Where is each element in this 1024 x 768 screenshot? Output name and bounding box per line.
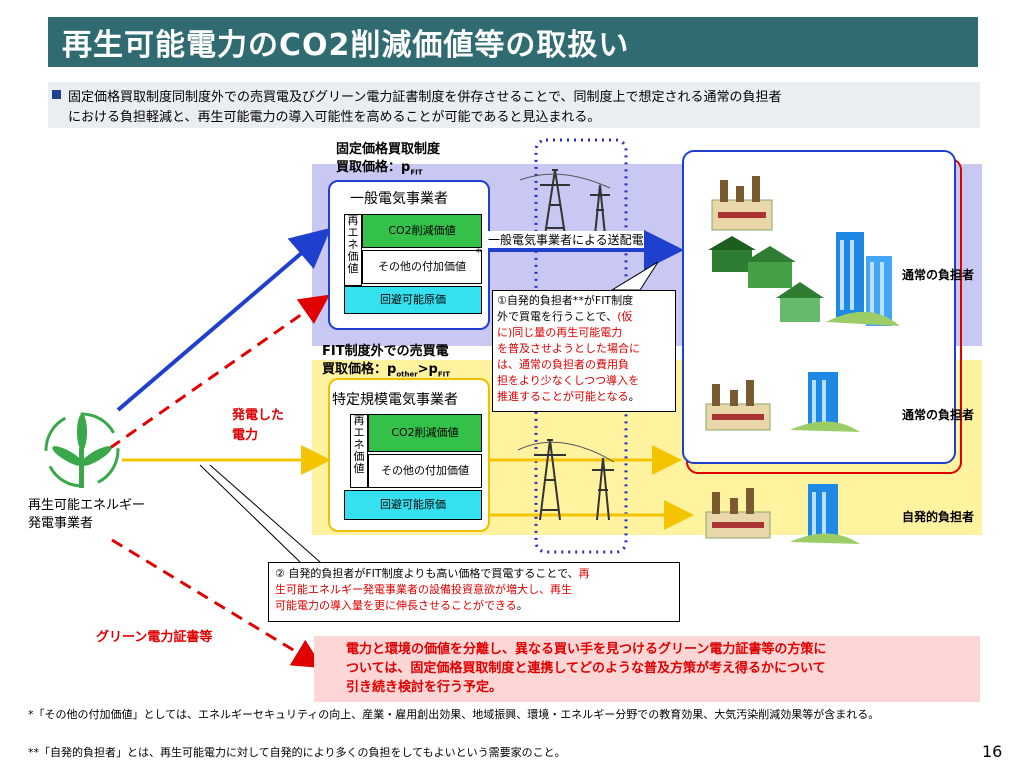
bullet-square-icon <box>52 90 61 99</box>
bottom-note-line-1: 電力と環境の価値を分離し、異なる買い手を見つけるグリーン電力証書等の方策に <box>346 642 827 657</box>
transmission-label: 一般電気事業者による送配電 <box>488 231 644 248</box>
bottom-note-box <box>314 636 980 702</box>
nonfit-price-sub2: FIT <box>437 370 451 379</box>
specified-co2-value: CO2削減価値 <box>368 414 482 452</box>
nonfit-price-mid: >p <box>417 362 438 377</box>
tower-icon-top <box>519 169 611 236</box>
callout1-line-2: 外で買電を行うことで、(仮 <box>497 309 671 325</box>
general-co2-value: CO2削減価値 <box>362 214 482 248</box>
nonfit-header: FIT制度外での売買電 <box>322 344 449 359</box>
arrow-red-upper <box>109 294 330 450</box>
windmill-icon <box>44 412 120 488</box>
page-title: 再生可能電力のCO2削減価値等の取扱い <box>62 28 630 63</box>
green-certificate-label: グリーン電力証書等 <box>96 630 213 645</box>
office-building-icon-bottom <box>790 484 860 544</box>
callout2-pointer-b <box>209 464 321 563</box>
general-other-value: その他の付加価値 <box>362 250 482 284</box>
factory-icon-bottom <box>705 488 771 539</box>
callout1-line-6: 担をより少なくしつつ導入を <box>497 374 640 387</box>
generator-label-2: 発電事業者 <box>28 516 94 531</box>
callout1-line-7-end: 。 <box>628 390 640 403</box>
callout2-line-1-text: ② 自発的負担者がFIT制度よりも高い価格で買電することで、 <box>275 567 579 580</box>
callout1-line-3: に)同じ量の再生可能電力 <box>497 326 623 339</box>
intro-box <box>48 82 980 128</box>
callout1-pointer <box>610 261 659 291</box>
callout2-line-3-end: 。 <box>516 599 528 612</box>
consumer-voluntary: 自発的負担者 <box>902 510 975 524</box>
office-building-icon-top <box>826 232 900 326</box>
footnote-other-value: *「その他の付加価値」としては、エネルギーセキュリティの向上、産業・雇用創出効果… <box>28 708 880 721</box>
callout1-line-4: を普及させようとした場合に <box>497 342 640 355</box>
callout2-line-1: ② 自発的負担者がFIT制度よりも高い価格で買電することで、再 <box>275 566 673 582</box>
houses-icon <box>708 236 824 322</box>
tower-icon-bottom <box>517 439 615 521</box>
callout2-line-3: 可能電力の導入量を更に伸長させることができる。 <box>275 598 673 614</box>
callout1-line-1: ①自発的負担者**がFIT制度 <box>497 294 634 307</box>
callout1-line-2-text: 外で買電を行うことで、 <box>497 310 618 323</box>
callout1-line-7: 推進することが可能となる。 <box>497 389 671 405</box>
callout1-line-5: は、通常の負担者の費用負 <box>497 358 629 371</box>
bottom-note-line-2: ついては、固定価格買取制度と連携してどのような普及方策が考え得るかについて <box>346 661 826 676</box>
intro-line-2: における負担軽減と、再生可能電力の導入可能性を高めることが可能であると見込まれる… <box>68 110 601 125</box>
callout2-pointer-a <box>199 464 301 563</box>
nonfit-price: 買取価格：pother>pFIT <box>322 358 450 379</box>
callout2-line-1-red: 再 <box>578 567 590 580</box>
callout2-line-2: 生可能エネルギー発電事業者の設備投資意欲が増大し、再生 <box>275 583 572 596</box>
callout1-line-7-red: 推進することが可能となる <box>497 390 629 403</box>
title-bar <box>48 17 978 67</box>
generator-label-1: 再生可能エネルギー <box>28 498 146 513</box>
callout2-line-3-red: 可能電力の導入量を更に伸長させることができる <box>275 599 517 612</box>
footnote-voluntary-buyer: **「自発的負担者」とは、再生可能電力に対して自発的により多くの負担をしてもよい… <box>28 746 566 759</box>
general-utility-title: 一般電気事業者 <box>350 191 448 207</box>
nonfit-price-text: 買取価格：p <box>322 362 397 377</box>
callout-voluntary-buyer: ①自発的負担者**がFIT制度 外で買電を行うことで、(仮 に)同じ量の再生可能… <box>492 290 676 412</box>
general-asterisk: * <box>476 246 482 259</box>
consumer-normal-2: 通常の負担者 <box>902 408 975 422</box>
bottom-note-line-3: 引き続き検討を行う予定。 <box>346 680 503 695</box>
specified-renewable-value-label: 再エネ価値 <box>350 414 368 488</box>
generated-power-label-2: 電力 <box>232 428 259 443</box>
factory-icon-middle <box>705 380 771 431</box>
general-renewable-value-label: 再エネ価値 <box>344 214 362 286</box>
arrow-to-fit <box>116 227 332 412</box>
fit-price-text: 買取価格：p <box>336 160 411 175</box>
specified-other-value: その他の付加価値 <box>368 454 482 488</box>
consumer-normal-1: 通常の負担者 <box>902 268 975 282</box>
fit-price: 買取価格：pFIT <box>336 156 422 177</box>
fit-price-sub: FIT <box>410 168 423 177</box>
specified-avoidable-cost: 回避可能原価 <box>344 490 482 520</box>
intro-line-1: 固定価格買取制度同制度外での売買電及びグリーン電力証書制度を併存させることで、同… <box>68 90 782 105</box>
factory-icon-top <box>711 176 773 231</box>
general-avoidable-cost: 回避可能原価 <box>344 286 482 314</box>
generated-power-label-1: 発電した <box>232 408 285 423</box>
arrow-red-lower <box>111 538 324 669</box>
nonfit-price-sub1: other <box>396 370 418 379</box>
bottom-note: 電力と環境の価値を分離し、異なる買い手を見つけるグリーン電力証書等の方策に つい… <box>346 640 826 697</box>
office-building-icon-middle <box>790 372 860 432</box>
callout1-line-2-red: (仮 <box>617 310 633 323</box>
callout-higher-price: ② 自発的負担者がFIT制度よりも高い価格で買電することで、再 生可能エネルギー… <box>268 562 680 622</box>
fit-header: 固定価格買取制度 <box>336 142 441 157</box>
specified-utility-title: 特定規模電気事業者 <box>332 392 458 408</box>
page-number: 16 <box>982 742 1003 761</box>
